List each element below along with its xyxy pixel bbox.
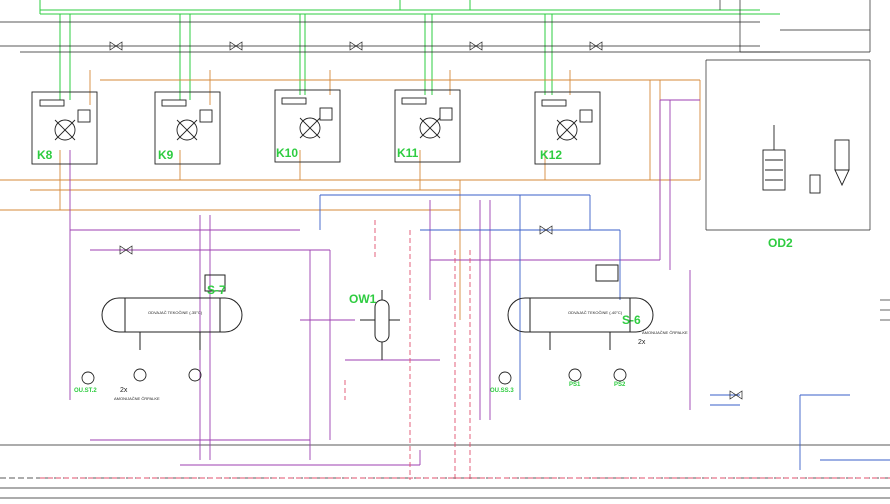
compressor-k12-label: K12: [540, 148, 562, 162]
compressor-k8: [31, 91, 98, 165]
compressor-k10-label: K10: [276, 146, 298, 160]
compressor-k10: [274, 89, 341, 163]
purple-lines: [69, 99, 700, 466]
compressor-k9-label: K9: [158, 148, 174, 162]
pump-tag-oust2: OU.ST.2: [74, 388, 97, 394]
separator-s6-subtitle: ODVAJAČ TEKOČINE (-40°C): [568, 310, 623, 315]
pump-ps2-label: PS2: [614, 382, 626, 388]
separator-s7-label: S-7: [207, 283, 226, 297]
labels: K8 K9 K10 K11 K12 S-7 ODVAJAČ TEKOČINE (…: [37, 146, 793, 401]
separator-vessels: [101, 264, 654, 350]
green-lines: [39, 0, 780, 100]
compressor-k11: [394, 89, 461, 163]
dryer-od2: [762, 125, 850, 194]
pump-tag-ouss3: OU.SS.3: [490, 388, 514, 394]
pump-oust2-symbol: [81, 371, 95, 385]
separator-s6-vessel: [507, 264, 654, 350]
compressor-k8-label: K8: [37, 148, 53, 162]
oil-separator-label: OW1: [349, 292, 377, 306]
oil-separator-ow1: [360, 290, 400, 360]
pump-ps2-symbol: [613, 368, 627, 382]
pump-count-left: 2x: [120, 387, 128, 394]
compressor-k12: [534, 91, 601, 165]
pump-symbols: [81, 368, 627, 385]
compressor-units: [31, 89, 601, 165]
pump-count-right: 2x: [638, 339, 646, 346]
orange-lines: [0, 70, 701, 320]
pump-left-b-symbol: [188, 368, 202, 382]
compressor-k11-label: K11: [397, 146, 419, 160]
compressor-k9: [154, 91, 221, 165]
separator-s7-subtitle: ODVAJAČ TEKOČINE (-35°C): [148, 310, 203, 315]
red-dashed-lines: [40, 220, 890, 480]
pump-note-right: AMONIJAČNE ČRPALKE: [642, 330, 688, 335]
dryer-label: OD2: [768, 236, 793, 250]
pump-ps1-label: PS1: [569, 382, 581, 388]
blue-lines: [319, 194, 890, 470]
pump-ouss3-symbol: [498, 371, 512, 385]
separator-s6-label: S-6: [622, 313, 641, 327]
pump-ps1-symbol: [568, 368, 582, 382]
pump-left-a-symbol: [133, 368, 147, 382]
separator-s7-vessel: [101, 274, 243, 350]
pump-note-left: AMONIJAČNE ČRPALKE: [114, 396, 160, 401]
valve-symbols: [109, 41, 743, 400]
